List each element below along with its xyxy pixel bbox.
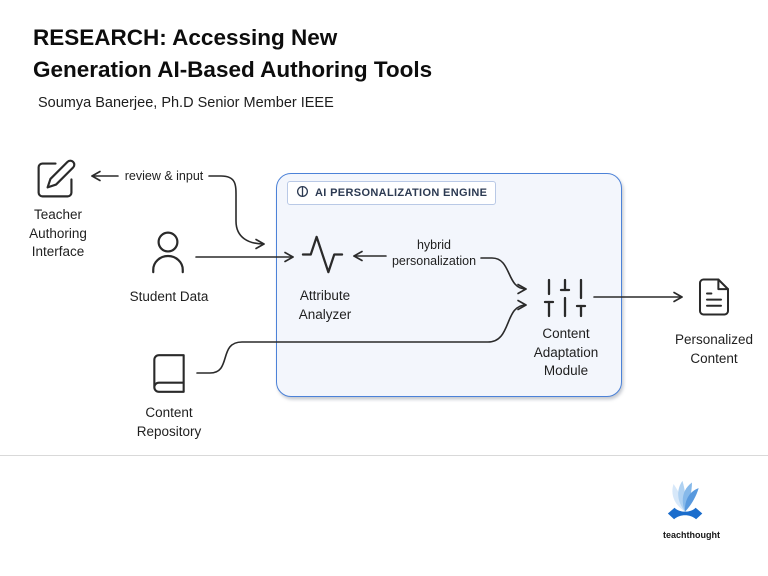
footer-divider — [0, 455, 768, 456]
analyzer-node-label: Attribute Analyzer — [299, 287, 352, 324]
teachthought-logo-icon — [667, 480, 703, 520]
engine-badge-label: AI PERSONALIZATION ENGINE — [315, 187, 488, 199]
adaptation-label-line: Adaptation — [533, 344, 599, 360]
adaptation-label-line: Module — [543, 363, 589, 378]
square-pen-icon — [33, 157, 78, 202]
teacher-label-line: Authoring — [29, 225, 87, 241]
hybrid-label-line: hybrid — [416, 238, 452, 252]
student-label-line: Student Data — [129, 289, 209, 304]
teacher-label-line: Interface — [31, 244, 85, 259]
teacher-label-line: Teacher — [33, 207, 83, 222]
output-label-line: Personalized — [674, 332, 754, 347]
author-line: Soumya Banerjee, Ph.D Senior Member IEEE — [38, 95, 334, 111]
analyzer-label-line: Attribute — [299, 288, 351, 303]
user-icon — [145, 229, 191, 275]
sliders-icon — [539, 274, 591, 322]
student-node-label: Student Data — [130, 288, 209, 307]
repository-label-line: Repository — [136, 423, 202, 439]
repository-label-line: Content — [145, 405, 193, 420]
teachthought-logo-text: teachthought — [663, 530, 720, 540]
file-text-icon — [693, 272, 735, 322]
split-circle-icon — [296, 185, 309, 201]
edge-label-review-input: review & input — [124, 169, 204, 183]
page-title-line2: Generation AI-Based Authoring Tools — [33, 57, 433, 82]
adaptation-label-line: Content — [542, 326, 590, 341]
engine-badge: AI PERSONALIZATION ENGINE — [287, 181, 497, 205]
adaptation-node-label: Content Adaptation Module — [534, 325, 599, 381]
activity-icon — [299, 231, 346, 278]
output-label-line: Content — [690, 350, 738, 366]
edge-label-hybrid-personalization: hybrid personalization — [392, 237, 476, 269]
page-title-line1: RESEARCH: Accessing New — [33, 25, 338, 50]
analyzer-label-line: Analyzer — [298, 306, 352, 322]
output-node-label: Personalized Content — [675, 331, 753, 368]
teachthought-logo: teachthought — [663, 480, 720, 540]
edge-review-input-to-engine — [208, 175, 265, 250]
page-title: RESEARCH: Accessing New Generation AI-Ba… — [33, 22, 432, 86]
hybrid-label-line: personalization — [391, 254, 477, 268]
book-icon — [147, 350, 191, 397]
teacher-node-label: Teacher Authoring Interface — [29, 206, 87, 262]
repository-node-label: Content Repository — [137, 404, 202, 441]
